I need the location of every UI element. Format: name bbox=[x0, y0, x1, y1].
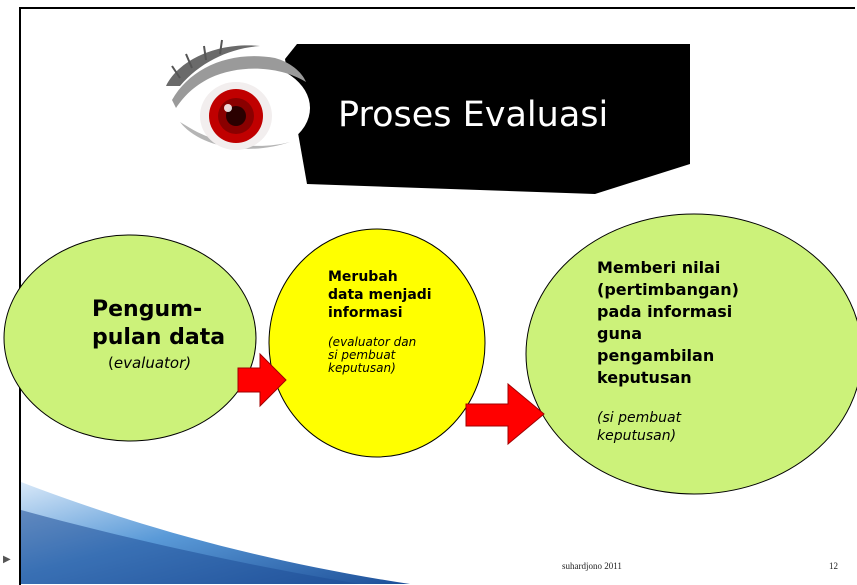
page-number: 12 bbox=[829, 561, 838, 571]
circle-step1 bbox=[3, 234, 257, 442]
circle-step3 bbox=[525, 213, 857, 495]
step3-title-line: (pertimbangan) bbox=[597, 280, 739, 299]
arrow-bullet-icon: ▶ bbox=[3, 554, 11, 565]
step1-title-line: pulan data bbox=[92, 325, 226, 350]
circle-step2 bbox=[268, 228, 486, 458]
step2-title-line: informasi bbox=[328, 305, 403, 321]
step2-title-line: Merubah bbox=[328, 269, 398, 285]
wedge-shadow bbox=[21, 510, 360, 584]
step3-title-line: guna bbox=[597, 324, 643, 343]
step2-role-line: (evaluator dan bbox=[328, 335, 417, 349]
footer-author: suhardjono 2011 bbox=[562, 561, 622, 571]
right-arrow-icon bbox=[237, 352, 287, 408]
step2-role-line: keputusan) bbox=[328, 361, 396, 375]
step2-role: (evaluator dan si pembuat keputusan) bbox=[328, 336, 458, 375]
step1-role-text: evaluator) bbox=[113, 354, 192, 372]
red-eye-icon bbox=[166, 39, 310, 154]
step3-title-line: keputusan bbox=[597, 368, 692, 387]
slide-title: Proses Evaluasi bbox=[338, 95, 609, 135]
step3-role-line: (si pembuat bbox=[597, 410, 682, 426]
right-arrow-icon bbox=[465, 382, 545, 446]
step3-title: Memberi nilai (pertimbangan) pada inform… bbox=[597, 257, 807, 389]
step2-title: Merubah data menjadi informasi bbox=[328, 268, 438, 322]
title-banner bbox=[285, 44, 690, 194]
step1-title-line: Pengum- bbox=[92, 297, 203, 322]
step3-title-line: pada informasi bbox=[597, 302, 733, 321]
step2-title-line: data menjadi bbox=[328, 287, 432, 303]
step2-role-line: si pembuat bbox=[328, 348, 396, 362]
step3-title-line: Memberi nilai bbox=[597, 258, 721, 277]
step1-title: Pengum- pulan data bbox=[92, 296, 262, 352]
step3-role: (si pembuat keputusan) bbox=[597, 409, 757, 445]
title-banner-shape bbox=[285, 44, 690, 194]
step3-role-line: keputusan) bbox=[597, 428, 677, 444]
step3-title-line: pengambilan bbox=[597, 346, 715, 365]
step1-role-paren: ( bbox=[108, 354, 114, 372]
step1-role: (evaluator) bbox=[108, 354, 248, 372]
